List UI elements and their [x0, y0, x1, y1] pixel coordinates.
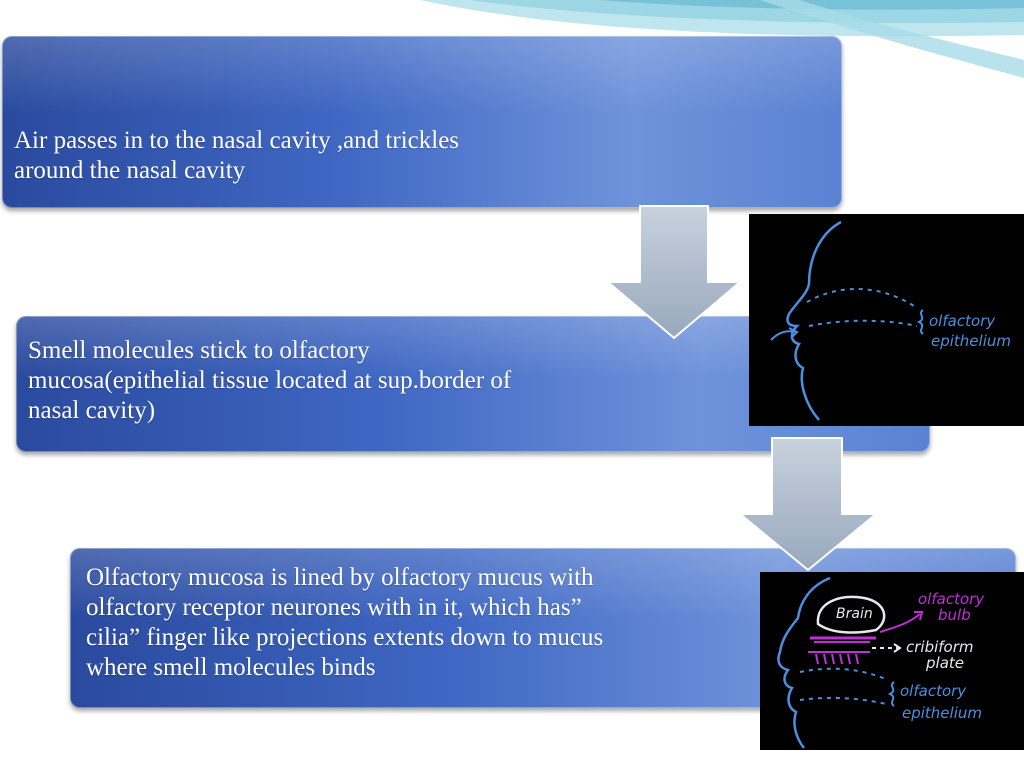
step-2-line-2: mucosa(epithelial tissue located at sup.… — [28, 367, 512, 394]
step-2-line-1: Smell molecules stick to olfactory — [28, 337, 370, 364]
figure2-epithelium-line1: olfactory — [900, 682, 967, 700]
step-1-box: Air passes in to the nasal cavity ,and t… — [2, 36, 842, 208]
cribriform-label-line1: cribiform — [906, 638, 974, 656]
bulb-label-line1: olfactory — [918, 590, 985, 608]
airflow-arrow-icon — [770, 330, 796, 341]
step-2-line-3: nasal cavity) — [28, 397, 156, 424]
figure1-label-olfactory: olfactory — [929, 312, 996, 330]
nasal-profile-figure: olfactory epithelium — [749, 214, 1024, 426]
figure2-epithelium-line2: epithelium — [902, 704, 982, 722]
step-3-line-3: cilia” finger like projections extents d… — [86, 624, 604, 651]
down-arrow-2 — [738, 436, 878, 572]
bulb-label-line2: bulb — [938, 606, 971, 624]
face-outline-icon — [786, 220, 842, 421]
step-3-line-2: olfactory receptor neurones with in it, … — [86, 594, 582, 621]
olfactory-system-figure: Brain olfactory bulb cribiform plate olf… — [760, 572, 1024, 750]
cribriform-plate-icon — [808, 651, 870, 665]
step-3-line-1: Olfactory mucosa is lined by olfactory m… — [86, 564, 594, 591]
figure1-label-epithelium: epithelium — [931, 332, 1011, 350]
brain-label: Brain — [836, 606, 873, 622]
decorative-swoosh — [420, 0, 1024, 78]
step-1-text: Air passes in to the nasal cavity ,and t… — [14, 126, 459, 186]
step-3-line-4: where smell molecules binds — [86, 654, 376, 681]
down-arrow-1 — [606, 204, 742, 340]
step-2-text: Smell molecules stick to olfactory mucos… — [28, 336, 511, 426]
step-3-text: Olfactory mucosa is lined by olfactory m… — [86, 563, 603, 683]
cribriform-label-line2: plate — [925, 654, 964, 672]
face-outline-icon — [777, 576, 831, 749]
step-1-line-2: around the nasal cavity — [14, 157, 246, 184]
step-1-line-1: Air passes in to the nasal cavity ,and t… — [14, 127, 460, 154]
brain-outline-icon — [816, 595, 886, 634]
